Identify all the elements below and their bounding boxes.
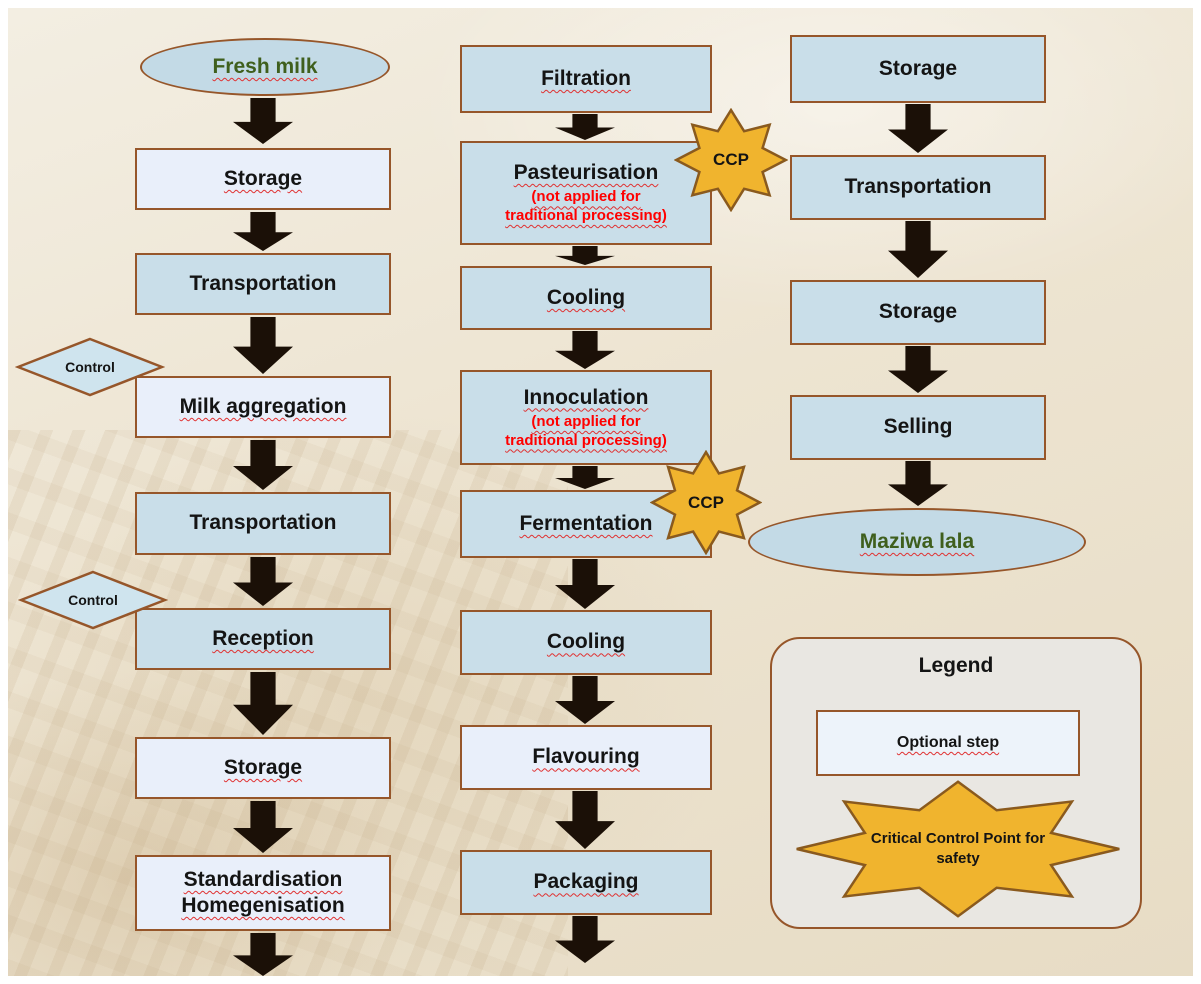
star-icon [650, 450, 762, 555]
flow-node-milk-aggregation: Milk aggregation [135, 376, 391, 438]
star-icon [674, 108, 788, 212]
ccp-label: CCP [713, 150, 749, 169]
flow-node-storage-1-right: Storage [790, 35, 1046, 103]
flow-node-filtration: Filtration [460, 45, 712, 113]
node-note: (not applied for traditional processing) [505, 412, 667, 449]
node-label: Storage [878, 56, 958, 80]
flow-node-fermentation: Fermentation [460, 490, 712, 558]
node-label: Packaging [533, 870, 639, 894]
legend-ccp-label: Critical Control Point for safety [870, 829, 1046, 867]
flow-node-cooling-2: Cooling [460, 610, 712, 675]
node-label: Selling [883, 415, 953, 439]
flow-node-fresh-milk: Fresh milk [140, 38, 390, 96]
legend-optional-step-box: Optional step [816, 710, 1080, 776]
node-label: Fresh milk [212, 54, 318, 78]
node-label: Innoculation [523, 385, 649, 409]
node-label: Fermentation [519, 511, 653, 535]
flow-node-storage-2-right: Storage [790, 280, 1046, 345]
flow-node-transportation-2-left: Transportation [135, 492, 391, 555]
node-label: Storage [878, 300, 958, 324]
ccp-label: CCP [688, 492, 724, 512]
node-label: Milk aggregation [179, 394, 347, 418]
control-diamond-2: Control [18, 570, 168, 630]
node-label: Pasteurisation [513, 161, 659, 185]
flow-node-flavouring: Flavouring [460, 725, 712, 790]
flow-node-storage-2-left: Storage [135, 737, 391, 799]
node-label: Maziwa lala [859, 529, 975, 553]
node-label: Cooling [546, 285, 626, 309]
control-label: Control [65, 359, 115, 375]
legend-title: Legend [918, 654, 994, 677]
node-label: Filtration [541, 66, 631, 90]
node-label: Storage [223, 166, 303, 190]
flow-node-innoculation: Innoculation (not applied for traditiona… [460, 370, 712, 465]
ccp-star-1: CCP [674, 108, 788, 212]
flow-node-selling: Selling [790, 395, 1046, 460]
node-note: (not applied for traditional processing) [505, 188, 667, 225]
node-label: Transportation [189, 271, 337, 295]
flow-node-cooling-1: Cooling [460, 266, 712, 330]
flow-node-transportation-right: Transportation [790, 155, 1046, 220]
diamond-icon [18, 570, 168, 630]
control-label: Control [68, 592, 118, 608]
legend-panel: Legend Optional step Critical Control Po… [770, 637, 1142, 929]
legend-optional-step-label: Optional step [896, 734, 1000, 751]
flow-node-pasteurisation: Pasteurisation (not applied for traditio… [460, 141, 712, 245]
node-label: Transportation [844, 175, 992, 199]
flow-node-reception: Reception [135, 608, 391, 670]
node-label: Standardisation Homegenisation [181, 867, 345, 917]
flow-node-storage-1-left: Storage [135, 148, 391, 210]
flow-node-standardisation-homegenisation: Standardisation Homegenisation [135, 855, 391, 931]
legend-ccp-star: Critical Control Point for safety [790, 779, 1126, 919]
flow-node-packaging: Packaging [460, 850, 712, 915]
node-label: Flavouring [532, 745, 640, 769]
node-label: Transportation [189, 511, 337, 535]
star-icon [790, 779, 1126, 919]
flow-node-transportation-1-left: Transportation [135, 253, 391, 315]
flow-node-maziwa-lala: Maziwa lala [748, 508, 1086, 576]
node-label: Reception [212, 626, 314, 650]
control-diamond-1: Control [15, 337, 165, 397]
ccp-star-2: CCP [650, 450, 762, 555]
diamond-icon [15, 337, 165, 397]
node-label: Storage [223, 755, 303, 779]
node-label: Cooling [546, 630, 626, 654]
